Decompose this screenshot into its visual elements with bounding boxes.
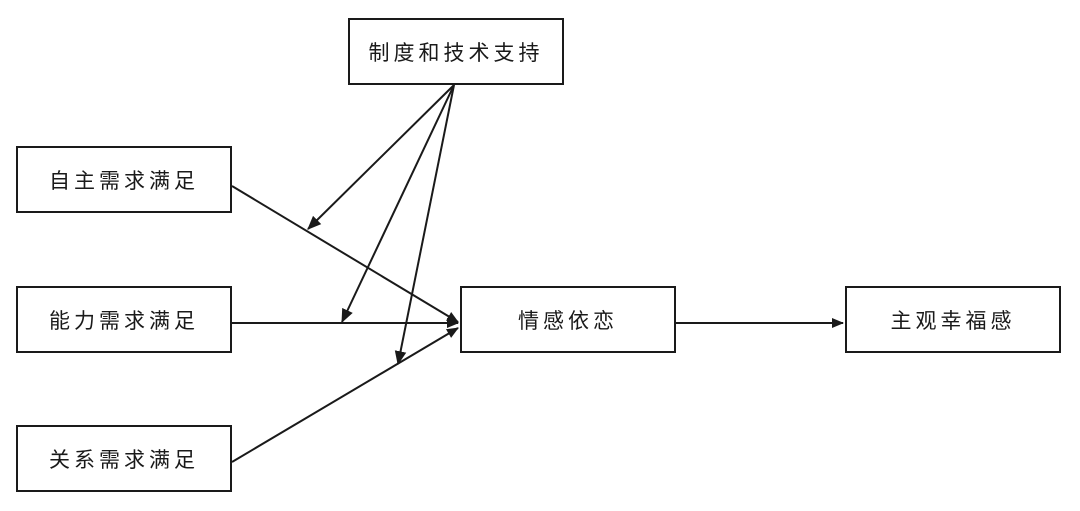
node-competence-label: 能力需求满足	[49, 308, 199, 333]
node-relatedness-label: 关系需求满足	[49, 447, 199, 472]
node-attachment-label: 情感依恋	[518, 308, 618, 333]
moderation-arrow-relatedness-path	[394, 84, 455, 366]
node-autonomy-label: 自主需求满足	[49, 168, 199, 193]
edge-autonomy-to-attachment	[231, 185, 459, 323]
node-attachment-box: 情感依恋	[460, 286, 676, 353]
node-support-box: 制度和技术支持	[348, 18, 564, 85]
moderation-arrow-autonomy-path	[307, 84, 455, 230]
moderation-arrow-competence-path	[341, 84, 455, 324]
node-support-label: 制度和技术支持	[368, 40, 544, 65]
node-autonomy-box: 自主需求满足	[16, 146, 232, 213]
node-competence-box: 能力需求满足	[16, 286, 232, 353]
edge-relatedness-to-attachment	[231, 327, 459, 463]
node-wellbeing-box: 主观幸福感	[845, 286, 1061, 353]
node-wellbeing-label: 主观幸福感	[890, 308, 1016, 333]
node-relatedness-box: 关系需求满足	[16, 425, 232, 492]
